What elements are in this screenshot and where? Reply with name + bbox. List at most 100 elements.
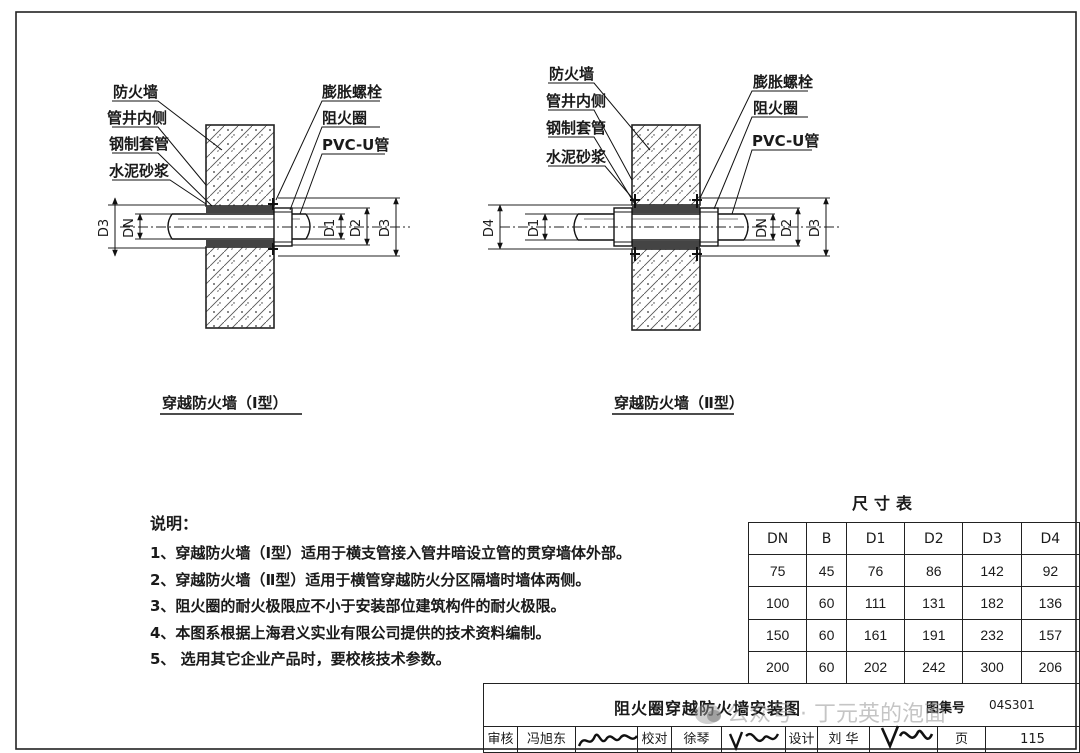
dim-d2: D2 (780, 219, 795, 237)
leader-fire-wall (548, 82, 651, 151)
leader-expansion-bolt (699, 90, 808, 199)
notes-title: 说明： (150, 514, 199, 533)
atlas-number-label: 图集号 (926, 701, 966, 716)
leader-steel-sleeve (112, 152, 213, 207)
table-cell: 142 (962, 554, 1022, 588)
leader-fire-ring (289, 126, 380, 211)
design-signature-cell (870, 727, 938, 752)
table-cell: 100 (747, 586, 808, 620)
steel-sleeve-lower (632, 241, 700, 249)
leader-shaft-inner (112, 126, 207, 186)
table-cell: 76 (845, 554, 906, 588)
table-cell: 191 (904, 618, 964, 652)
label-shaft-inner: 管井内侧 (546, 92, 606, 110)
page-label: 页 (938, 727, 986, 752)
review-label: 审核 (484, 727, 518, 752)
title-block-row-bottom: 审核 冯旭东 校对 徐琴 设计 刘 华 页 115 (483, 727, 1080, 753)
header-b: B (806, 521, 847, 556)
note-item-5: 5、 选用其它企业产品时，要校核技术参数。 (150, 650, 451, 668)
table-cell: 86 (904, 554, 964, 588)
leader-steel-sleeve (548, 136, 637, 207)
table-cell: 232 (962, 618, 1022, 652)
title-block: 阻火圈穿越防火墙安装图 图集号 04S301 审核 冯旭东 校对 徐琴 设计 刘… (483, 683, 1080, 753)
header-d1: D1 (845, 521, 906, 556)
dim-d1: D1 (527, 219, 542, 237)
table-cell: 157 (1020, 618, 1080, 652)
table-cell: 300 (962, 650, 1022, 685)
check-signature-cell (722, 727, 786, 752)
label-fire-wall: 防火墙 (549, 65, 594, 83)
diagram-type-2: D4 D1 DN D2 D3 防火墙 管井内侧 钢制套管 水泥砂浆 膨胀螺栓 阻… (482, 65, 840, 415)
wall-upper (205, 124, 275, 207)
wechat-icon (695, 704, 721, 724)
table-cell: 242 (904, 650, 964, 685)
label-steel-sleeve: 钢制套管 (546, 119, 606, 137)
dim-d3: D3 (808, 219, 823, 237)
label-steel-sleeve: 钢制套管 (109, 135, 169, 153)
note-item-2: 2、穿越防火墙（Ⅱ型）适用于横管穿越防火分区隔墙时墙体两侧。 (150, 570, 591, 589)
header-d4: D4 (1020, 521, 1080, 556)
table-cell: 60 (806, 586, 847, 620)
review-name: 冯旭东 (518, 727, 576, 752)
label-fire-ring: 阻火圈 (753, 99, 798, 117)
wall-lower (205, 246, 275, 329)
label-pvc-pipe: PVC-U管 (752, 132, 819, 150)
diagram-type-1: D3 DN D1 D2 D3 防火墙 管井内侧 钢制套管 水泥砂浆 膨胀螺栓 阻… (97, 83, 410, 415)
pipe-end-left (167, 213, 173, 240)
leader-expansion-bolt (275, 100, 380, 201)
label-cement-mortar: 水泥砂浆 (546, 148, 607, 166)
table-cell: 92 (1020, 554, 1080, 588)
leader-pvc-pipe (299, 153, 385, 215)
pipe-end-right (305, 213, 311, 240)
table-cell: 161 (845, 618, 906, 652)
label-pvc-pipe: PVC-U管 (322, 136, 389, 154)
table-row: 200 60 202 242 300 206 (747, 650, 1080, 685)
expansion-bolt-left-bottom (630, 247, 640, 261)
dim-d2: D2 (349, 219, 364, 237)
steel-sleeve (206, 206, 274, 213)
expansion-bolt-top (268, 198, 278, 210)
drawing-title: 阻火圈穿越防火墙安装图 (614, 699, 802, 718)
table-cell: 136 (1020, 586, 1080, 620)
table-row: 150 60 161 191 232 157 (747, 618, 1080, 652)
label-fire-wall: 防火墙 (113, 83, 158, 101)
leader-fire-wall (112, 100, 223, 151)
dim-d4: D4 (482, 219, 497, 237)
table-row: 75 45 76 86 142 92 (747, 554, 1080, 588)
note-item-3: 3、阻火圈的耐火极限应不小于安装部位建筑构件的耐火极限。 (150, 597, 566, 615)
note-item-1: 1、穿越防火墙（Ⅰ型）适用于横支管接入管井暗设立管的贯穿墙体外部。 (150, 544, 632, 562)
design-signature (880, 725, 934, 750)
note-item-4: 4、本图系根据上海君义实业有限公司提供的技术资料编制。 (150, 623, 551, 642)
label-fire-ring: 阻火圈 (322, 109, 367, 127)
watermark: 公众号 · 丁元英的泡面 (695, 696, 946, 728)
label-expansion-bolt: 膨胀螺栓 (322, 83, 382, 101)
atlas-number: 04S301 (989, 698, 1035, 712)
steel-sleeve-lower (206, 240, 274, 247)
sheet-border (15, 11, 1077, 750)
check-name: 徐琴 (672, 727, 722, 752)
table-row: 100 60 111 131 182 136 (747, 586, 1080, 620)
steel-sleeve (632, 205, 700, 213)
table-cell: 200 (747, 650, 808, 685)
table-cell: 182 (962, 586, 1022, 620)
watermark-text: 公众号 · 丁元英的泡面 (727, 702, 946, 727)
wall-upper (631, 124, 701, 206)
dim-dn: DN (755, 218, 770, 238)
notes-section: 说明： 1、穿越防火墙（Ⅰ型）适用于横支管接入管井暗设立管的贯穿墙体外部。 2、… (150, 510, 710, 673)
expansion-bolt-right-bottom (692, 247, 702, 261)
table-cell: 111 (845, 586, 906, 620)
dim-d1: D1 (323, 219, 338, 237)
leader-cement-mortar (112, 179, 207, 205)
caption-type-2: 穿越防火墙（Ⅱ型） (614, 394, 744, 412)
expansion-bolt-left-top (630, 194, 640, 208)
leader-cement-mortar (548, 165, 635, 201)
design-name: 刘 华 (818, 727, 870, 752)
dim-dn: DN (122, 218, 137, 238)
expansion-bolt-bottom (268, 243, 278, 255)
wall-lower (631, 248, 701, 331)
design-label: 设计 (786, 727, 818, 752)
label-cement-mortar: 水泥砂浆 (109, 162, 170, 180)
check-label: 校对 (638, 727, 672, 752)
review-signature (577, 733, 638, 747)
